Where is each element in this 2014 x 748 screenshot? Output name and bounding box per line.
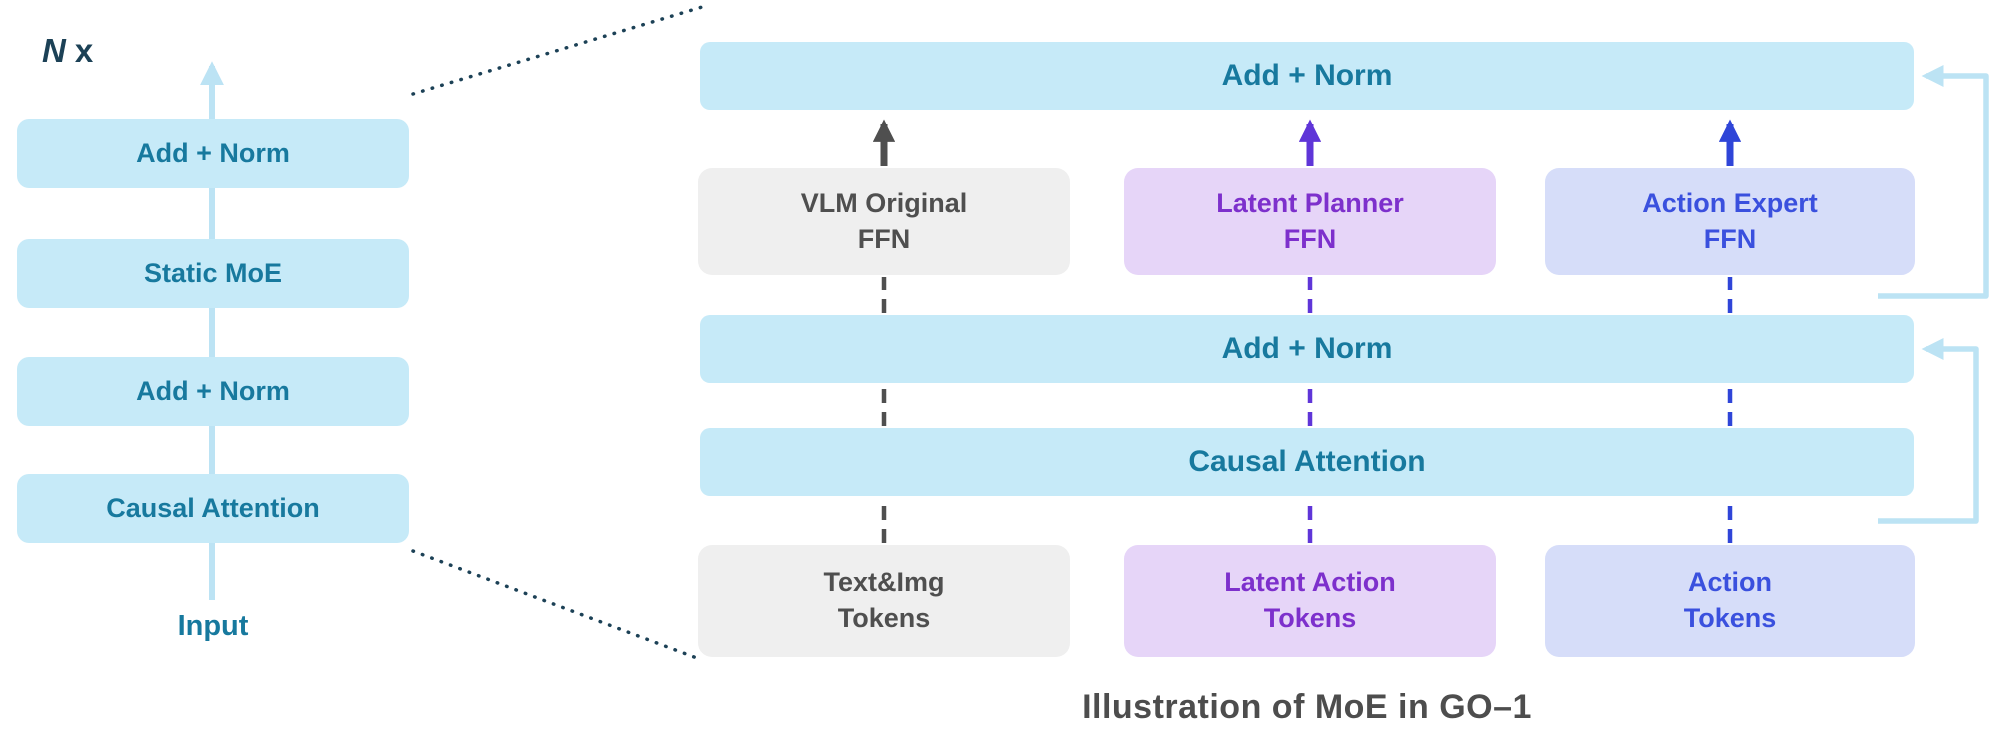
ffn-label-line2: FFN <box>857 223 911 254</box>
token-label-line2: Tokens <box>1683 603 1777 633</box>
token-label-line1: Latent Action <box>1224 567 1396 598</box>
repeat-n-label: N <box>42 32 66 69</box>
latent-action-tokens-box: Latent Action Tokens <box>1124 545 1496 657</box>
expansion-dotted-line-bottom <box>411 549 704 662</box>
latent-planner-ffn-box: Latent Planner FFN <box>1124 168 1496 275</box>
causal-attention-bar: Causal Attention <box>700 428 1914 496</box>
bar-label: Causal Attention <box>1188 445 1426 478</box>
top-add-norm-bar: Add + Norm <box>700 42 1914 110</box>
residual-skip-ffn <box>1878 65 1989 299</box>
diagram-caption: Illustration of MoE in GO–1 <box>1082 688 1532 726</box>
action-tokens-box: Action Tokens <box>1545 545 1915 657</box>
repeat-x-label: x <box>74 32 94 69</box>
ffn-label-line2: FFN <box>1283 223 1337 254</box>
expansion-dotted-line-top <box>411 5 704 96</box>
bar-label: Add + Norm <box>1221 332 1393 365</box>
ffn-label-line1: Latent Planner <box>1216 187 1404 218</box>
token-label-line1: Action <box>1688 567 1772 598</box>
left-box-label: Causal Attention <box>106 493 320 523</box>
ffn-label-line1: VLM Original <box>800 187 968 218</box>
residual-skip-attention <box>1878 338 1979 524</box>
mid-add-norm-bar: Add + Norm <box>700 315 1914 383</box>
left-box-label: Add + Norm <box>136 376 290 406</box>
ffn-label-line2: FFN <box>1703 223 1757 254</box>
token-label-line1: Text&Img <box>823 567 945 598</box>
vlm-original-ffn-box: VLM Original FFN <box>698 168 1070 275</box>
ffn-label-line1: Action Expert <box>1642 187 1818 218</box>
text-img-tokens-box: Text&Img Tokens <box>698 545 1070 657</box>
bar-label: Add + Norm <box>1221 59 1393 92</box>
left-box-add-norm-bottom: Add + Norm <box>17 357 409 426</box>
left-box-label: Add + Norm <box>136 138 290 168</box>
left-box-add-norm-top: Add + Norm <box>17 119 409 188</box>
left-box-causal-attention: Causal Attention <box>17 474 409 543</box>
action-expert-ffn-box: Action Expert FFN <box>1545 168 1915 275</box>
token-label-line2: Tokens <box>1263 603 1357 633</box>
input-label: Input <box>177 610 249 642</box>
left-box-static-moe: Static MoE <box>17 239 409 308</box>
left-box-label: Static MoE <box>143 258 283 288</box>
token-label-line2: Tokens <box>837 603 931 633</box>
